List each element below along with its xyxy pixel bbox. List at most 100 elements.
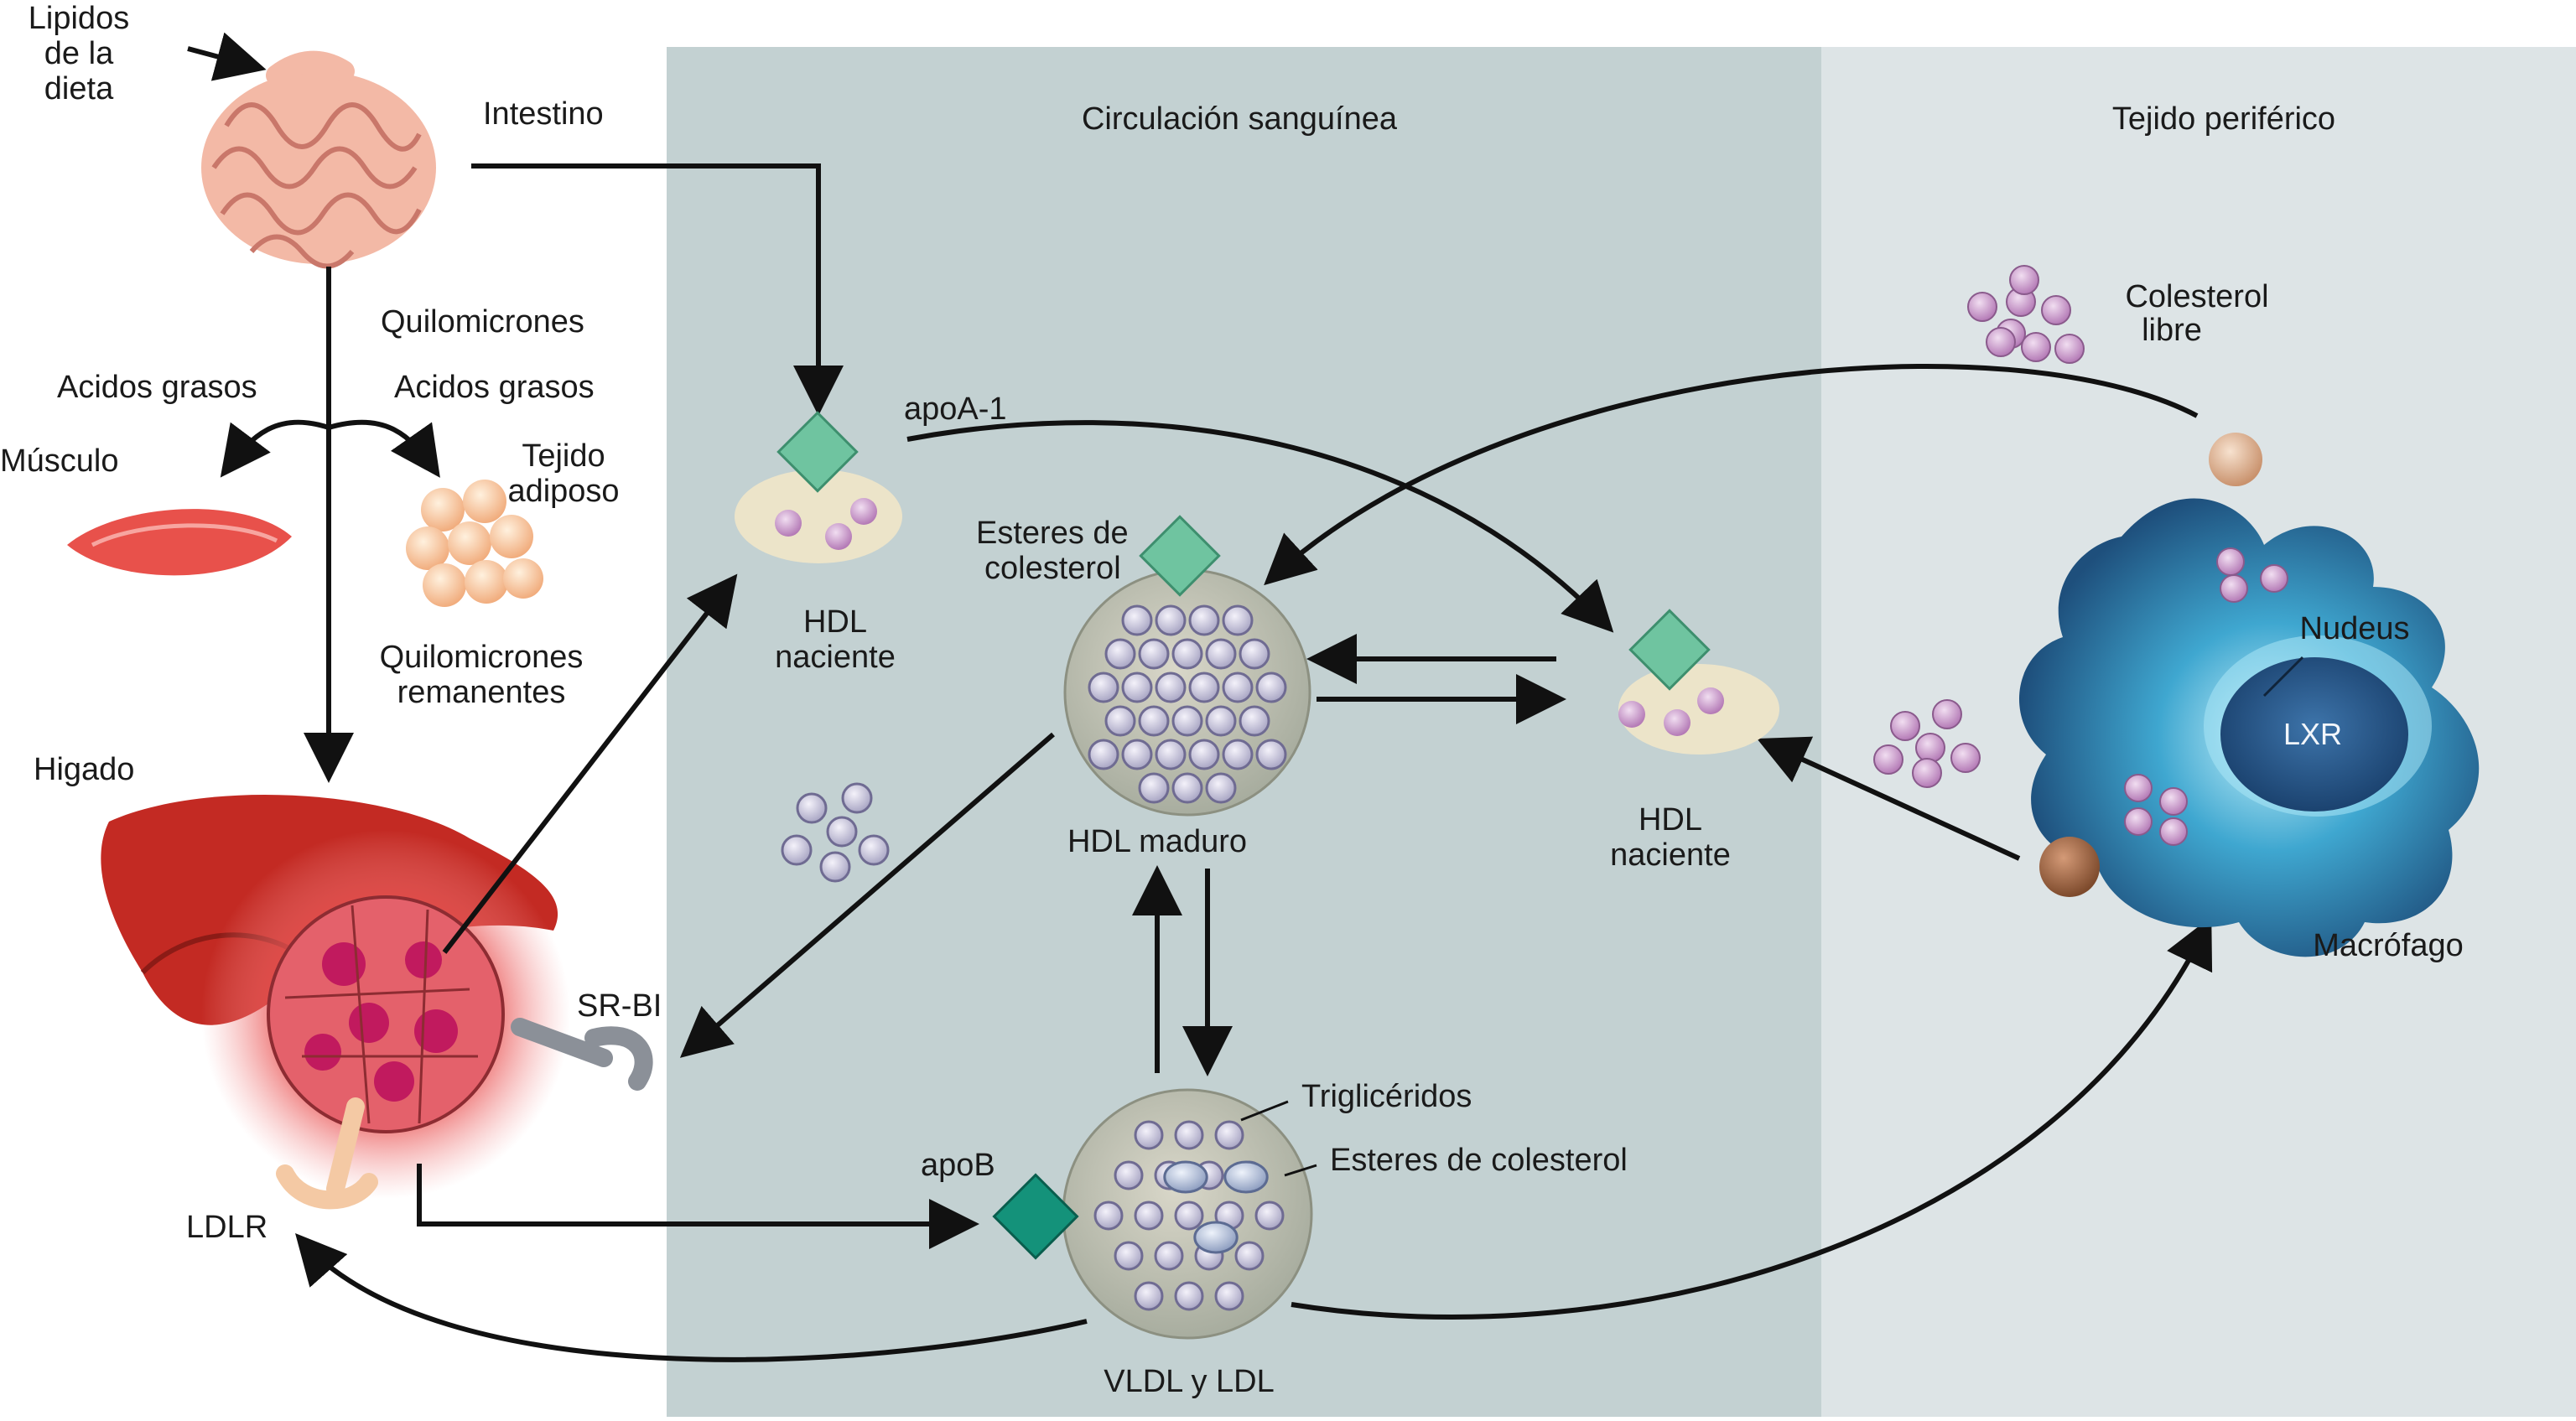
cholesterol-ester-icon: [1121, 739, 1153, 770]
intestine-label: Intestino: [483, 96, 604, 132]
cholesterol-ester-icon: [1222, 672, 1254, 703]
cholesterol-icon: [1697, 687, 1724, 714]
liver-to-vldl-arrow: [417, 1164, 979, 1249]
nascent-hdl-2-label-line2: naciente: [1610, 838, 1731, 873]
fatty-acids-to-adipose-arrow: [328, 419, 440, 478]
intestine-icon: [201, 50, 436, 269]
cholesterol-ester-icon: [1171, 638, 1203, 670]
cholesterol-ester-icon: [1214, 1120, 1244, 1150]
abca1-transporter-icon: [2209, 433, 2262, 486]
nascent-hdl-2-label-line1: HDL: [1639, 802, 1702, 838]
fatty-acids-right-label: Acidos grasos: [394, 370, 595, 405]
cholesterol-ester-icon: [1134, 1201, 1164, 1231]
intestine-to-hdl-arrow: [471, 163, 844, 416]
nascent-hdl-2: [1618, 609, 1779, 755]
cholesterol-ester-icon: [1114, 1160, 1144, 1190]
apoa1-label: apoA-1: [904, 392, 1007, 427]
vldl-ldl-particle: [1062, 1088, 1313, 1340]
nucleus-icon: [2220, 657, 2408, 812]
cholesterol-ester-icon: [1222, 739, 1254, 770]
cholesterol-ester-icon: [1088, 739, 1119, 770]
cholesterol-ester-icon: [1138, 772, 1170, 804]
cholesterol-ester-icon: [1093, 1201, 1124, 1231]
triglyceride-icon: [1163, 1160, 1208, 1194]
liver-label: Higado: [34, 752, 134, 787]
adipose-label-line1: Tejido: [522, 438, 605, 474]
cholesterol-ester-icon: [1222, 604, 1254, 636]
srbi-label: SR-BI: [577, 988, 662, 1024]
cholesterol-esters-pointer: [1284, 1164, 1317, 1177]
ldlr-label: LDLR: [186, 1210, 267, 1245]
cholesterol-icon: [775, 510, 802, 537]
peripheral-tissue-title: Tejido periférico: [2112, 101, 2335, 137]
mature-hdl-label: HDL maduro: [1067, 824, 1247, 859]
remnants-label-line2: remanentes: [397, 675, 566, 710]
vldl-ldl-label: VLDL y LDL: [1104, 1364, 1274, 1399]
liver-cells-magnified: [267, 895, 505, 1133]
ldl-to-macrophage-arrow: [1291, 916, 2213, 1320]
remnants-label-line1: Quilomicrones: [380, 640, 584, 675]
nascent-hdl-1-label-line1: HDL: [803, 604, 867, 640]
nascent-hdl-1-label-line2: naciente: [775, 640, 896, 675]
nucleus-label: Nudeus: [2300, 611, 2410, 646]
diet-label-line2: de la: [44, 36, 114, 71]
cholesterol-ester-icon: [1088, 672, 1119, 703]
cholesterol-cluster-blood: [781, 782, 890, 883]
apob-protein-icon: [992, 1173, 1079, 1260]
mature-hdl-to-srbi-arrow: [679, 732, 1055, 1058]
lxr-label: LXR: [2283, 717, 2342, 751]
blood-circulation-title: Circulación sanguínea: [1082, 101, 1398, 137]
cholesterol-ester-icon: [1138, 705, 1170, 737]
cholesterol-ester-icon: [1121, 604, 1153, 636]
vldl-cholesterol-esters-label: Esteres de colesterol: [1330, 1143, 1628, 1178]
cholesterol-icon: [1664, 709, 1690, 736]
fatty-acids-to-muscle-arrow: [220, 419, 330, 478]
triglyceride-icon: [1223, 1160, 1269, 1194]
srbi-receptor-icon: [511, 1018, 653, 1091]
free-cholesterol-cluster: [1967, 265, 2085, 364]
ldlr-receptor-icon: [276, 1097, 378, 1210]
muscle-label: Músculo: [0, 443, 119, 479]
cholesterol-ester-icon: [1134, 1120, 1164, 1150]
cholesterol-ester-icon: [1188, 672, 1220, 703]
cholesterol-ester-icon: [1214, 1281, 1244, 1311]
cholesterol-ester-icon: [1138, 638, 1170, 670]
apob-label: apoB: [921, 1148, 995, 1183]
cholesterol-ester-icon: [1255, 672, 1287, 703]
cholesterol-ester-icon: [1174, 1120, 1204, 1150]
adipose-tissue-icon: [406, 480, 543, 607]
cholesterol-ester-icon: [1121, 672, 1153, 703]
apoa1-protein-icon: [1628, 609, 1711, 691]
triglycerides-pointer: [1240, 1100, 1289, 1122]
cholesterol-ester-icon: [1134, 1281, 1164, 1311]
triglycerides-label: Triglicéridos: [1301, 1079, 1472, 1114]
cholesterol-ester-icon: [1174, 1281, 1204, 1311]
triglyceride-icon: [1193, 1221, 1239, 1254]
diet-label-line3: dieta: [44, 71, 114, 106]
adipose-label-line2: adiposo: [507, 474, 619, 509]
apoa1-to-nascent-hdl-arrow: [906, 420, 1614, 633]
cholesterol-ester-icon: [1239, 705, 1270, 737]
cholesterol-ester-icon: [1188, 739, 1220, 770]
free-cholesterol-label-line2: libre: [2142, 313, 2202, 348]
liver-to-nascent-hdl-arrow: [442, 573, 738, 954]
nascent-hdl-1: [735, 411, 902, 563]
diet-label-line1: Lipidos: [29, 1, 129, 36]
cholesterol-icon: [825, 523, 852, 550]
dietary-lipids-label: Lipidos de la dieta: [29, 1, 129, 106]
cholesterol-ester-icon: [1239, 638, 1270, 670]
vldl-to-ldlr-arrow: [295, 1233, 1088, 1362]
cholesterol-ester-icon: [1155, 672, 1187, 703]
cholesterol-ester-icon: [1114, 1241, 1144, 1271]
cholesterol-icon: [1618, 701, 1645, 728]
diet-arrow: [187, 32, 267, 81]
cholesterol-esters-label-line1: Esteres de: [976, 516, 1129, 551]
cholesterol-ester-icon: [1205, 705, 1237, 737]
macrophage-to-nascent-hdl-arrow: [1757, 736, 2021, 861]
cholesterol-ester-icon: [1205, 772, 1237, 804]
apoa1-protein-icon: [776, 411, 859, 493]
free-cholesterol-label-line1: Colesterol: [2125, 279, 2268, 314]
cholesterol-ester-icon: [1188, 604, 1220, 636]
muscle-icon: [67, 509, 292, 576]
